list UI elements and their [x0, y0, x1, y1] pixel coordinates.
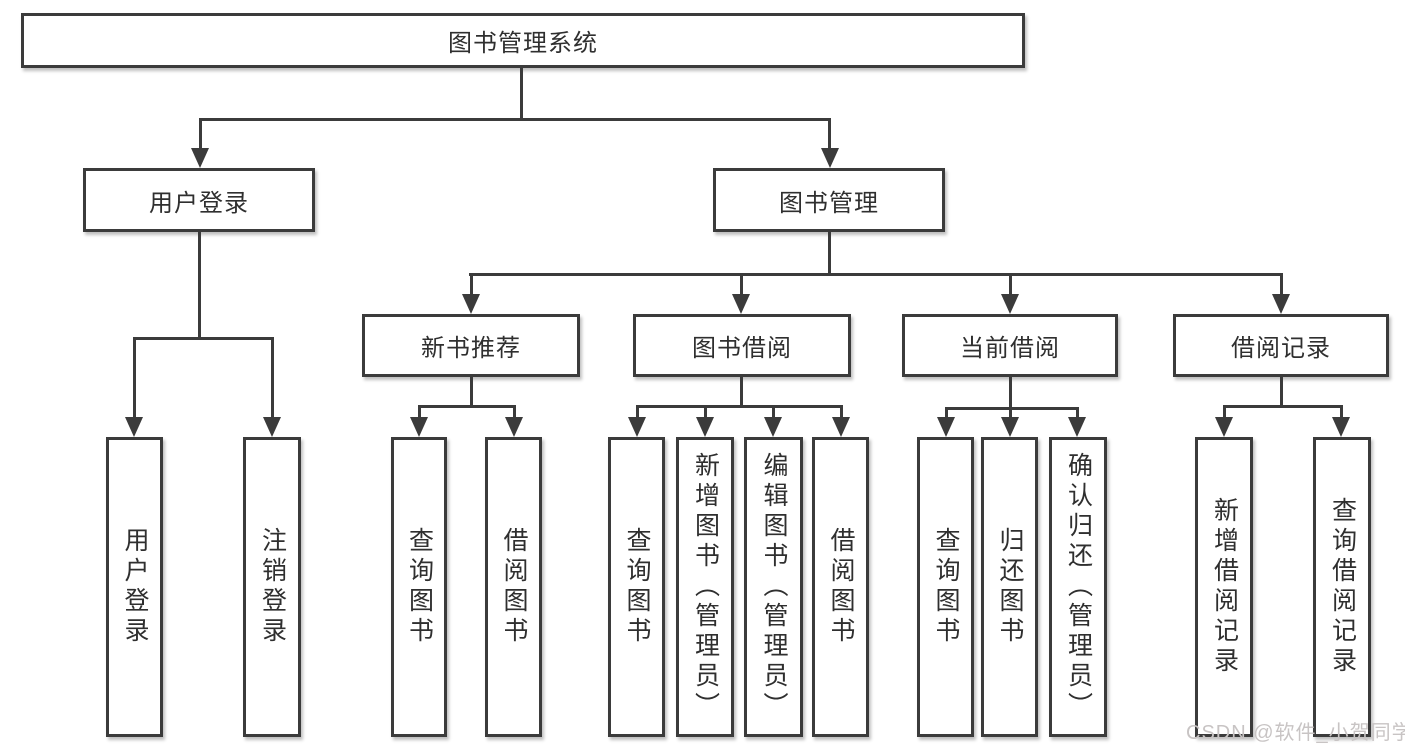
connector-new-book-stem — [470, 377, 473, 405]
node-leaf-bb-borrow-books: 借阅图书 — [812, 437, 869, 737]
arrow-down-icon — [821, 148, 839, 168]
node-root: 图书管理系统 — [21, 13, 1025, 68]
node-new-book-recommend: 新书推荐 — [362, 314, 580, 377]
node-leaf-bb-add-books-admin: 新增图书（管理员） — [676, 437, 734, 737]
node-leaf-cb-return-books-label: 归还图书 — [996, 527, 1024, 647]
node-book-management-label: 图书管理 — [779, 189, 879, 217]
connector-leaf-drop — [271, 337, 274, 419]
arrow-down-icon — [764, 417, 782, 437]
node-book-borrowing-label: 图书借阅 — [692, 335, 792, 362]
connector-leaf-drop — [1076, 407, 1079, 419]
connector-new-book-drop — [470, 273, 473, 296]
node-leaf-br-query-record: 查询借阅记录 — [1313, 437, 1371, 737]
connector-book-mgmt-drop — [828, 118, 831, 150]
node-user-login-label: 用户登录 — [149, 189, 249, 217]
connector-leaf-drop — [704, 405, 707, 419]
connector-leaf-drop — [1009, 407, 1012, 419]
node-leaf-bb-borrow-books-label: 借阅图书 — [827, 527, 855, 647]
connector-level3-bus — [469, 273, 1282, 276]
node-root-label: 图书管理系统 — [448, 30, 598, 57]
connector-borrowing-drop — [740, 273, 743, 296]
connector-root-stem — [520, 68, 523, 118]
node-leaf-br-add-record-label: 新增借阅记录 — [1210, 497, 1239, 677]
connector-user-login-stem — [198, 232, 201, 337]
connector-leaf-drop — [945, 407, 948, 419]
node-user-login: 用户登录 — [83, 168, 315, 232]
arrow-down-icon — [1001, 417, 1019, 437]
arrow-down-icon — [125, 417, 143, 437]
connector-borrowing-bus — [636, 405, 842, 408]
node-leaf-cb-return-books: 归还图书 — [981, 437, 1038, 737]
connector-user-login-drop — [199, 118, 202, 150]
connector-leaf-drop — [1340, 405, 1343, 419]
connector-leaf-drop — [1223, 405, 1226, 419]
node-leaf-bb-query-books-label: 查询图书 — [623, 527, 651, 647]
node-leaf-bb-add-books-admin-label: 新增图书（管理员） — [691, 452, 720, 722]
arrow-down-icon — [410, 417, 428, 437]
connector-leaf-drop — [513, 405, 516, 419]
arrow-down-icon — [732, 294, 750, 314]
node-leaf-cb-confirm-return-admin-label: 确认归还（管理员） — [1064, 452, 1093, 722]
connector-user-login-bus — [133, 337, 274, 340]
node-borrowing-records: 借阅记录 — [1173, 314, 1389, 377]
node-leaf-nbr-query-books-label: 查询图书 — [405, 527, 434, 647]
arrow-down-icon — [505, 417, 523, 437]
node-leaf-br-add-record: 新增借阅记录 — [1195, 437, 1253, 737]
csdn-watermark: CSDN @软件_小贺同学 — [1186, 722, 1405, 744]
arrow-down-icon — [1068, 417, 1086, 437]
connector-leaf-drop — [133, 337, 136, 419]
connector-current-bus — [945, 407, 1079, 410]
arrow-down-icon — [191, 148, 209, 168]
arrow-down-icon — [462, 294, 480, 314]
connector-current-stem — [1009, 377, 1012, 407]
node-new-book-recommend-label: 新书推荐 — [421, 335, 521, 362]
node-leaf-nbr-borrow-books: 借阅图书 — [485, 437, 542, 737]
connector-leaf-drop — [418, 405, 421, 419]
node-book-borrowing: 图书借阅 — [633, 314, 851, 377]
connector-level2-bus — [199, 118, 831, 121]
arrow-down-icon — [696, 417, 714, 437]
connector-borrowing-stem — [740, 377, 743, 405]
node-leaf-br-query-record-label: 查询借阅记录 — [1328, 497, 1357, 677]
connector-book-mgmt-stem — [828, 232, 831, 273]
connector-current-drop — [1009, 273, 1012, 296]
connector-leaf-drop — [636, 405, 639, 419]
arrow-down-icon — [937, 417, 955, 437]
node-leaf-bb-edit-books-admin-label: 编辑图书（管理员） — [760, 452, 788, 722]
arrow-down-icon — [628, 417, 646, 437]
node-leaf-logout-label: 注销登录 — [258, 527, 287, 647]
arrow-down-icon — [1215, 417, 1233, 437]
node-leaf-cb-query-books: 查询图书 — [917, 437, 974, 737]
node-leaf-logout: 注销登录 — [243, 437, 301, 737]
connector-leaf-drop — [840, 405, 843, 419]
node-leaf-bb-edit-books-admin: 编辑图书（管理员） — [744, 437, 803, 737]
arrow-down-icon — [1332, 417, 1350, 437]
node-leaf-bb-query-books: 查询图书 — [608, 437, 665, 737]
node-book-management: 图书管理 — [713, 168, 945, 232]
node-current-borrowing-label: 当前借阅 — [960, 335, 1060, 362]
node-current-borrowing: 当前借阅 — [902, 314, 1118, 377]
node-leaf-user-login: 用户登录 — [106, 437, 163, 737]
arrow-down-icon — [1272, 294, 1290, 314]
connector-records-drop — [1280, 273, 1283, 296]
arrow-down-icon — [1001, 294, 1019, 314]
connector-new-book-bus — [418, 405, 516, 408]
connector-records-bus — [1223, 405, 1343, 408]
node-leaf-nbr-query-books: 查询图书 — [391, 437, 447, 737]
node-leaf-user-login-label: 用户登录 — [121, 527, 149, 647]
arrow-down-icon — [263, 417, 281, 437]
arrow-down-icon — [832, 417, 850, 437]
node-borrowing-records-label: 借阅记录 — [1231, 335, 1331, 362]
node-leaf-cb-query-books-label: 查询图书 — [932, 527, 960, 647]
node-leaf-cb-confirm-return-admin: 确认归还（管理员） — [1049, 437, 1107, 737]
node-leaf-nbr-borrow-books-label: 借阅图书 — [500, 527, 528, 647]
connector-records-stem — [1280, 377, 1283, 405]
connector-leaf-drop — [772, 405, 775, 419]
